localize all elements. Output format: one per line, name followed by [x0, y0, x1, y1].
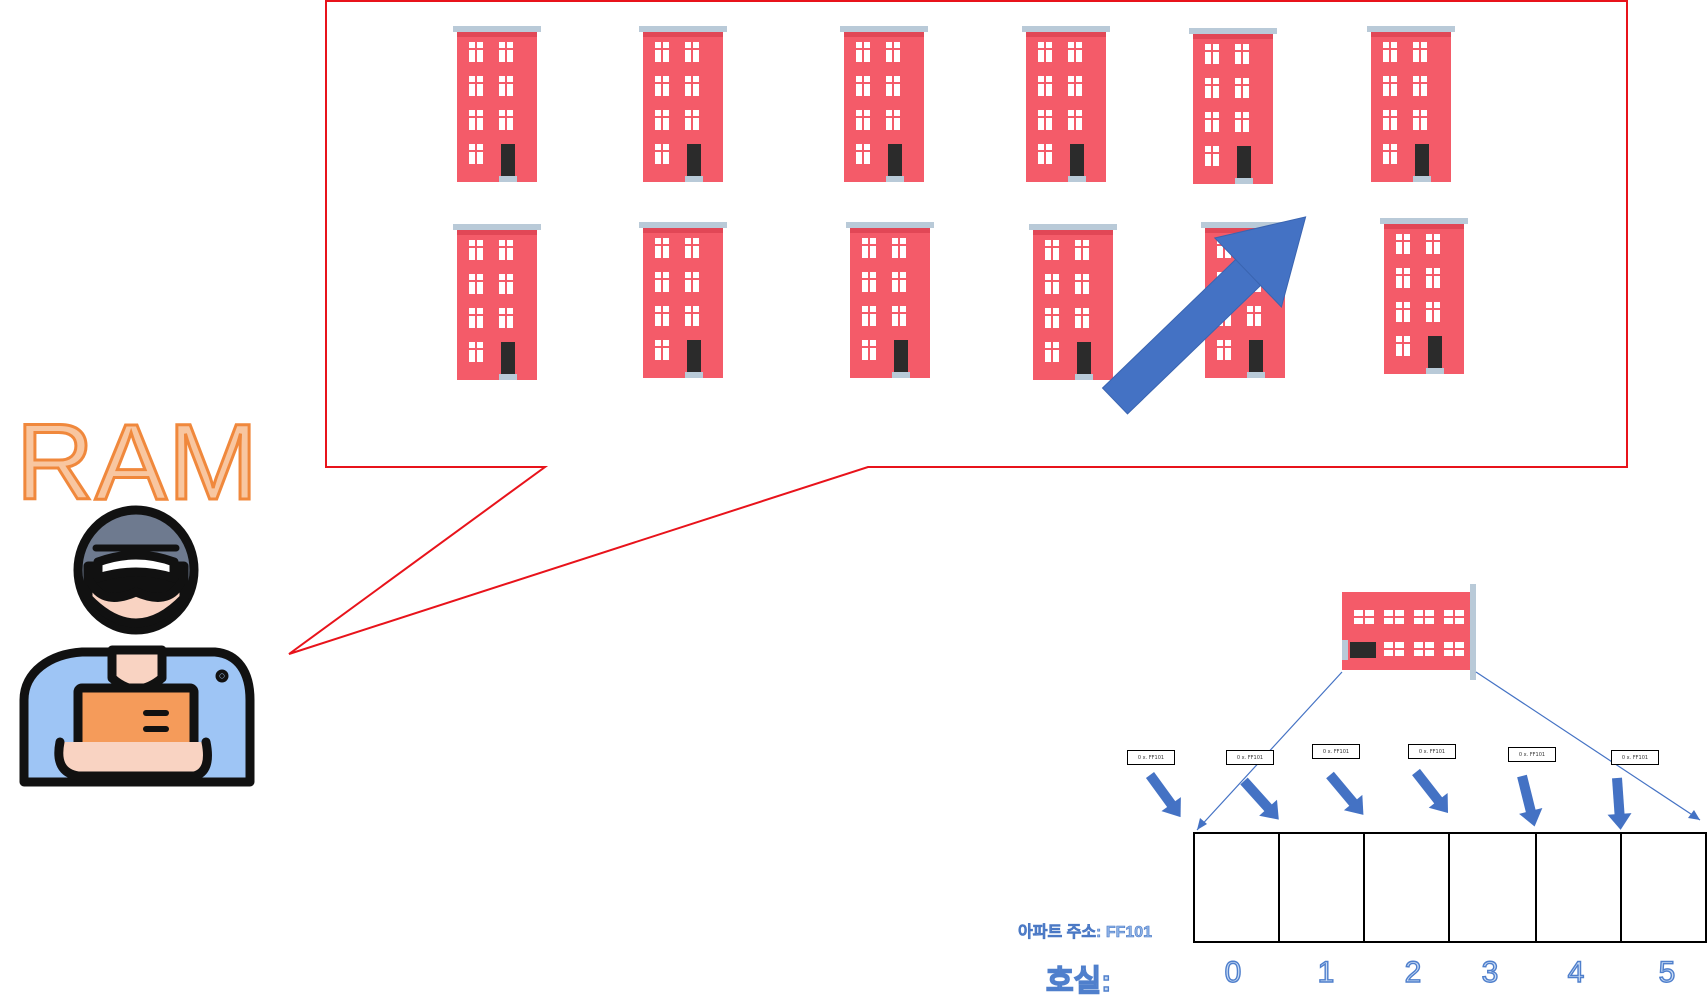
small-arrow-icon — [1320, 767, 1373, 823]
apartment-building-icon — [839, 25, 929, 183]
apartment-address-label: 아파트 주소: FF101 — [1018, 924, 1153, 942]
room-note-0: 0 x. FF101 — [1127, 750, 1175, 765]
room-note-1: 0 x. FF101 — [1226, 750, 1274, 765]
apartment-building-icon — [638, 221, 728, 379]
room-cell — [1363, 832, 1450, 943]
room-cell — [1278, 832, 1365, 943]
room-number-2: 2 — [1404, 955, 1422, 989]
room-cell — [1535, 832, 1622, 943]
room-number-4: 4 — [1567, 955, 1585, 989]
small-arrow-icon — [1140, 767, 1191, 825]
zoom-line-right-head — [1688, 810, 1700, 820]
room-cell — [1193, 832, 1280, 943]
small-arrow-icon — [1406, 764, 1458, 821]
room-cells — [1193, 832, 1707, 943]
apartment-building-icon — [1188, 27, 1278, 185]
small-arrow-icon — [1510, 773, 1547, 830]
apartment-building-icon — [452, 223, 542, 381]
room-note-4: 0 x. FF101 — [1508, 747, 1556, 762]
apartment-building-icon — [452, 25, 542, 183]
apartment-building-icon — [1379, 217, 1469, 375]
apartment-building-icon — [1028, 223, 1118, 381]
room-cell — [1448, 832, 1537, 943]
delivery-person-icon — [19, 505, 255, 787]
room-note-2: 0 x. FF101 — [1312, 744, 1360, 759]
speech-bubble-callout — [288, 0, 1628, 655]
room-note-3: 0 x. FF101 — [1408, 744, 1456, 759]
apartment-building-icon — [638, 25, 728, 183]
room-number-3: 3 — [1481, 955, 1499, 989]
zoom-line-left-head — [1197, 818, 1207, 830]
sideways-building-icon — [1342, 584, 1476, 680]
apartment-building-icon — [1021, 25, 1111, 183]
room-number-0: 0 — [1224, 955, 1242, 989]
room-number-1: 1 — [1317, 955, 1335, 989]
small-arrow-icon — [1605, 777, 1633, 831]
room-note-5: 0 x. FF101 — [1611, 750, 1659, 765]
zoom-line-right — [1475, 671, 1701, 821]
apartment-building-icon — [845, 221, 935, 379]
apartment-building-icon — [1366, 25, 1456, 183]
room-cell — [1620, 832, 1707, 943]
big-arrow-icon — [1101, 216, 1307, 415]
room-number-label: 호실: — [1045, 964, 1112, 998]
small-arrow-icon — [1235, 772, 1288, 828]
ram-label: RAM — [15, 401, 260, 522]
room-number-5: 5 — [1658, 955, 1676, 989]
